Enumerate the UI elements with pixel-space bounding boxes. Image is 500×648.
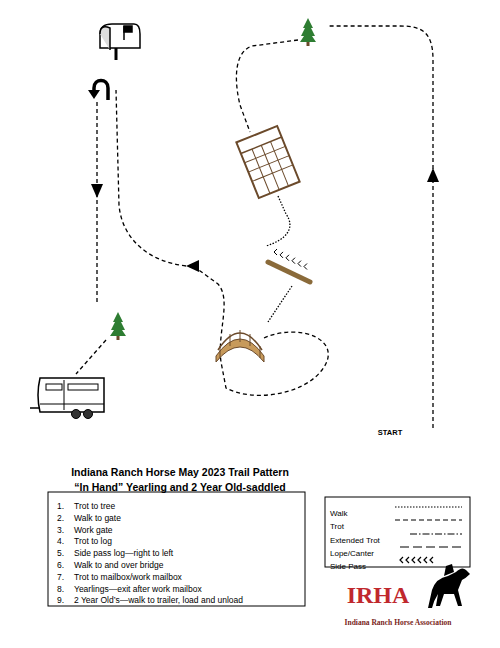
step-text: Side pass log—right to left — [74, 549, 173, 558]
step-text: 2 Year Old’s—walk to trailer, load and u… — [74, 596, 243, 605]
legend-text: Extended Trot — [330, 537, 380, 546]
gate — [236, 126, 299, 198]
text-holder: Trot to tree — [74, 495, 115, 513]
step-text: Trot to tree — [74, 502, 115, 511]
horse-logo — [428, 564, 470, 608]
step-number: 9. — [57, 596, 64, 605]
mailbox — [100, 24, 140, 60]
text-holder: START — [378, 421, 402, 439]
legend-text: Trot — [330, 523, 344, 532]
step-number: 3. — [57, 526, 64, 535]
bridge — [216, 330, 264, 362]
legend-text: Side Pass — [330, 563, 366, 572]
log — [268, 249, 310, 282]
step-number: 4. — [57, 537, 64, 546]
text-holder: Indiana Ranch Horse Association — [345, 611, 452, 629]
horse-trailer — [30, 378, 104, 419]
step-text: Walk to gate — [74, 514, 121, 523]
steps-box — [48, 492, 305, 606]
step-number: 7. — [57, 573, 64, 582]
legend-samples — [395, 507, 462, 563]
step-text: Yearlings—exit after work mailbox — [74, 585, 202, 594]
text-holder: Walk — [330, 502, 347, 520]
pattern-subtitle: “In Hand” Yearling and 2 Year Old-saddle… — [74, 482, 285, 494]
tree — [110, 312, 126, 340]
text-holder: 1. — [57, 495, 64, 513]
step-number: 1. — [57, 502, 64, 511]
start-label: START — [378, 429, 402, 437]
logo-subtitle: Indiana Ranch Horse Association — [345, 619, 452, 627]
text-holder: Extended Trot — [330, 529, 380, 547]
u-turn-arrow — [88, 81, 108, 101]
step-text: Trot to mailbox/work mailbox — [74, 573, 182, 582]
step-text: Walk to and over bridge — [74, 561, 163, 570]
step-number: 2. — [57, 514, 64, 523]
step-number: 5. — [57, 549, 64, 558]
step-text: Work gate — [74, 526, 113, 535]
step-number: 6. — [57, 561, 64, 570]
text-holder: Indiana Ranch Horse May 2023 Trail Patte… — [71, 462, 289, 480]
text-holder: “In Hand” Yearling and 2 Year Old-saddle… — [74, 477, 285, 495]
legend-text: Walk — [330, 510, 347, 519]
legend-text: Lope/Canter — [330, 550, 374, 559]
trail-path — [76, 26, 433, 428]
text-holder: IRHA — [347, 582, 410, 608]
pattern-title: Indiana Ranch Horse May 2023 Trail Patte… — [71, 466, 289, 478]
tree — [300, 18, 316, 46]
logo-text: IRHA — [347, 582, 410, 608]
step-number: 8. — [57, 585, 64, 594]
legend-box — [325, 497, 470, 567]
step-text: Trot to log — [74, 537, 112, 546]
